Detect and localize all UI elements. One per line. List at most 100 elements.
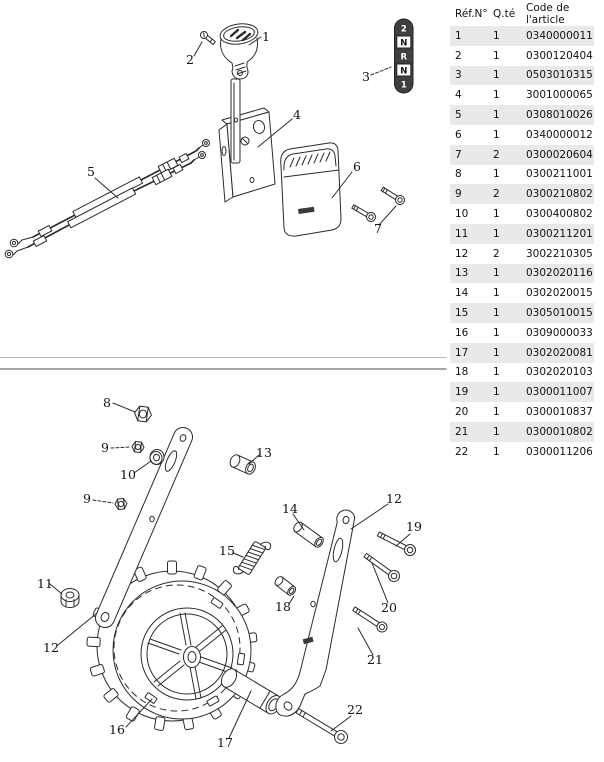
- table-cell: 0300011007: [526, 386, 593, 399]
- col-header-code: Code de l'article: [526, 2, 570, 26]
- table-cell: 1: [455, 29, 462, 42]
- gear-r-label: R: [401, 53, 408, 63]
- leader-lines-bottom: [49, 402, 411, 739]
- table-cell: 2: [455, 49, 462, 62]
- table-cell: 1: [493, 29, 500, 42]
- table-cell: 1: [493, 109, 500, 122]
- table-cell: 0300211001: [526, 168, 593, 181]
- col-header-ref: Réf.N°: [455, 8, 488, 20]
- gear-n-label: N: [400, 39, 407, 49]
- table-cell: 1: [493, 445, 500, 458]
- table-cell: 3002210305: [526, 247, 593, 260]
- table-cell: 0302020103: [526, 366, 593, 379]
- nut-small-a: [131, 441, 145, 453]
- nut-large: [134, 405, 152, 423]
- table-cell: 7: [455, 148, 462, 161]
- table-cell: 1: [493, 128, 500, 141]
- wheel-spokes: [147, 612, 233, 700]
- bolt-21: [352, 606, 388, 633]
- callout-3: 3: [362, 69, 370, 84]
- gear-1-label: 1: [401, 81, 407, 91]
- support-bracket-right: [275, 509, 356, 717]
- table-cell: 17: [455, 346, 469, 359]
- table-cell: 0300400802: [526, 208, 593, 221]
- callout-12b: 12: [386, 491, 402, 506]
- table-cell: 2: [493, 148, 500, 161]
- table-cell: 1: [493, 287, 500, 300]
- wheel-hub: [183, 646, 201, 668]
- table-cell: 10: [455, 208, 469, 221]
- callout-7: 7: [374, 221, 382, 236]
- bolt-20: [363, 552, 400, 582]
- table-row: 1 1 0340000011: [450, 26, 594, 46]
- table-cell: 1: [493, 168, 500, 181]
- table-cell: 1: [493, 267, 500, 280]
- table-cell: 8: [455, 168, 462, 181]
- table-cell: 9: [455, 188, 462, 201]
- callout-20: 20: [381, 600, 397, 615]
- callout-19: 19: [406, 519, 422, 534]
- bushing: [229, 454, 256, 475]
- gear-knob: [219, 23, 259, 80]
- table-row: 21 1 0300010802: [450, 421, 594, 442]
- table-cell: 1: [493, 307, 500, 320]
- table-cell: 0300211201: [526, 227, 593, 240]
- table-cell: 21: [455, 425, 469, 438]
- table-cell: 12: [455, 247, 469, 260]
- table-cell: 1: [493, 425, 500, 438]
- table-cell: 1: [493, 366, 500, 379]
- shift-pattern-decal: 2 N R N 1: [394, 18, 414, 94]
- parts-diagram: 2 N R N 1: [0, 18, 447, 750]
- table-row: 10 1 0300400802: [450, 204, 594, 224]
- callout-21: 21: [367, 652, 383, 667]
- table-cell: 0340000011: [526, 29, 593, 42]
- table-cell: 0302020116: [526, 267, 593, 280]
- callout-18: 18: [275, 599, 291, 614]
- callout-15: 15: [219, 543, 235, 558]
- knob-screw: [200, 31, 216, 45]
- callout-17: 17: [217, 735, 233, 750]
- logo-mark: [298, 206, 315, 214]
- callout-10: 10: [120, 467, 136, 482]
- table-cell: 0309000033: [526, 326, 593, 339]
- bolt-19: [376, 531, 416, 556]
- table-cell: 1: [493, 326, 500, 339]
- table-cell: 15: [455, 307, 469, 320]
- table-cell: 0302020015: [526, 287, 593, 300]
- support-bracket-left: [95, 427, 193, 628]
- cover: [280, 142, 342, 237]
- table-cell: 2: [493, 188, 500, 201]
- table-cell: 0300011206: [526, 445, 593, 458]
- table-cell: 11: [455, 227, 469, 240]
- callout-12a: 12: [43, 640, 59, 655]
- gear-2-label: 2: [401, 25, 407, 35]
- table-cell: 0300120404: [526, 49, 593, 62]
- table-cell: 18: [455, 366, 469, 379]
- parts-table-header: Réf.N° Q.té Code de l'article: [450, 2, 594, 26]
- table-cell: 0300010802: [526, 425, 593, 438]
- table-row: 8 1 0300211001: [450, 165, 594, 185]
- table-cell: 1: [493, 208, 500, 221]
- callout-11: 11: [37, 576, 53, 591]
- callout-5: 5: [87, 164, 95, 179]
- control-cables: [4, 139, 210, 259]
- callout-1: 1: [262, 29, 270, 44]
- table-cell: 1: [493, 227, 500, 240]
- callout-8: 8: [103, 395, 111, 410]
- bolt-22: [295, 708, 348, 744]
